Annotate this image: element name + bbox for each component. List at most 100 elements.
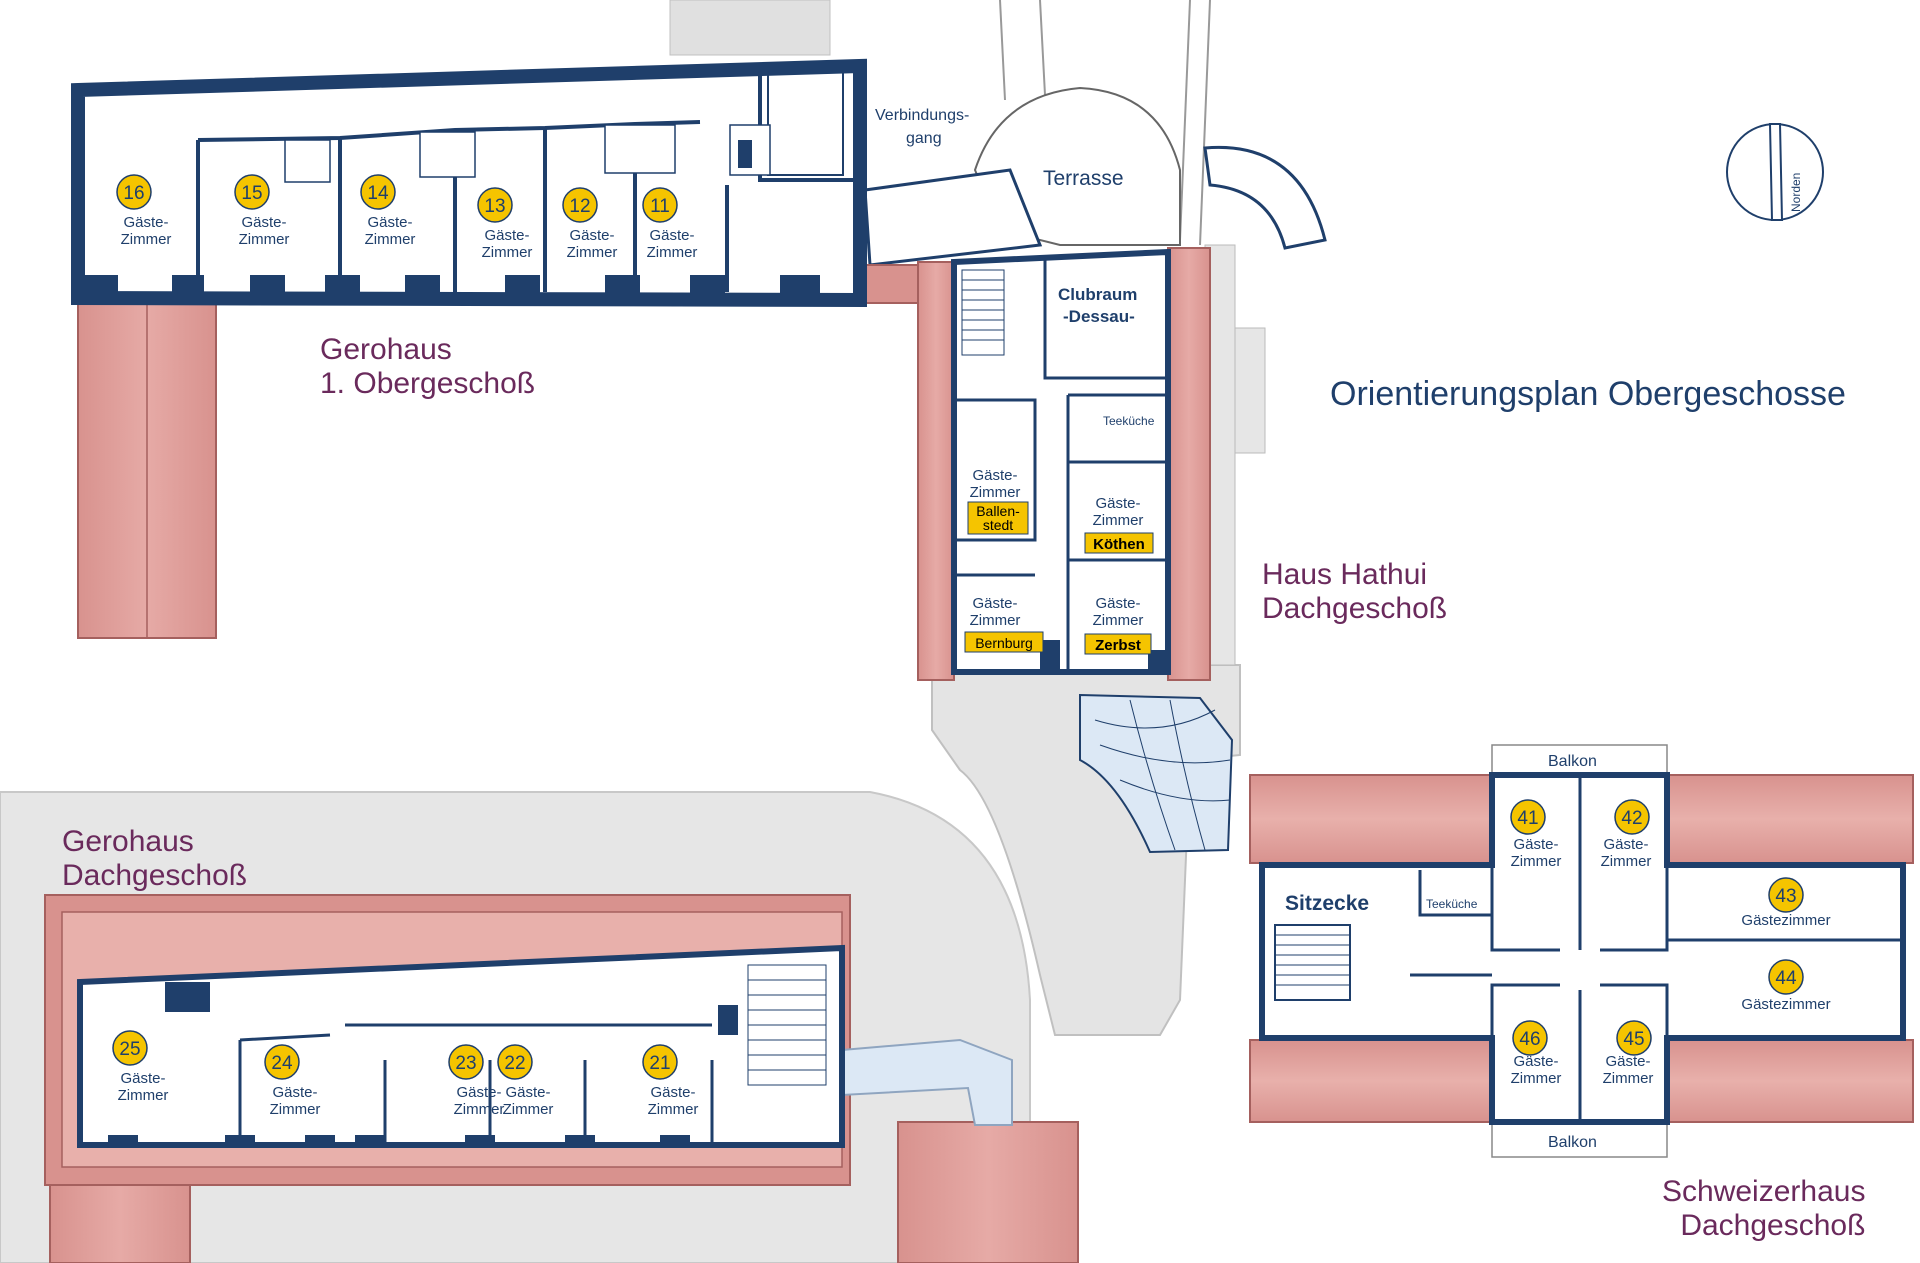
room-46-number: 46 — [1519, 1029, 1540, 1050]
hathui-room-4-label-2: Zimmer — [1093, 612, 1144, 629]
hathui-room-3-name-badge — [964, 631, 1044, 653]
roof-schweizer-top-left — [1249, 774, 1491, 864]
room-16-label-1: Gäste- — [123, 214, 168, 231]
hathui-room-2-label-1: Gäste- — [1095, 495, 1140, 512]
windows-gerohaus-og — [78, 275, 820, 298]
building-label-hathui: Haus Hathui Dachgeschoß — [1262, 558, 1447, 626]
room-21-label-1: Gäste- — [650, 1084, 695, 1101]
terrace-outline — [973, 86, 1181, 246]
hathui-rooms-layer: Gäste-ZimmerBallen-stedtGäste-ZimmerKöth… — [964, 467, 1154, 655]
room-12-badge — [562, 187, 598, 223]
room-41-number: 41 — [1517, 808, 1538, 829]
room-14-label-2: Zimmer — [365, 231, 416, 248]
room-15-label-1: Gäste- — [241, 214, 286, 231]
room-45-label-1: Gäste- — [1605, 1053, 1650, 1070]
room-46-badge — [1512, 1020, 1548, 1056]
stairs-schweizer — [1274, 924, 1351, 1001]
room-12-label-1: Gäste- — [569, 227, 614, 244]
room-44-label: Gästezimmer — [1741, 996, 1830, 1013]
room-21-badge — [642, 1044, 678, 1080]
room-22-badge — [497, 1044, 533, 1080]
room-23-badge — [448, 1044, 484, 1080]
dg-corridor — [841, 1038, 1013, 1126]
roof-hathui-right — [1167, 247, 1211, 681]
room-11-number: 11 — [650, 196, 670, 217]
room-25-number: 25 — [119, 1039, 140, 1060]
room-45-badge — [1616, 1020, 1652, 1056]
room-22-label-2: Zimmer — [503, 1101, 554, 1118]
room-46-label-2: Zimmer — [1511, 1070, 1562, 1087]
label-balkon-bottom: Balkon — [1548, 1134, 1597, 1151]
stair-blocks-og — [738, 140, 752, 168]
hathui-room-4-name-badge — [1084, 633, 1152, 655]
glass-conservatory-grid — [1094, 699, 1231, 851]
room-14-number: 14 — [367, 183, 389, 204]
hathui-room-2-label-2: Zimmer — [1093, 512, 1144, 529]
building-label-gerohaus-og-line2: 1. Obergeschoß — [320, 367, 536, 400]
label-teekueche-schweizer: Teeküche — [1426, 897, 1478, 911]
room-12-number: 12 — [569, 196, 590, 217]
compass-label: Norden — [1789, 173, 1803, 212]
label-terrasse: Terrasse — [1043, 167, 1124, 190]
room-16-badge — [116, 174, 152, 210]
hathui-blocks — [1040, 640, 1166, 672]
room-11-badge — [642, 187, 678, 223]
path-lines-top — [999, 0, 1211, 246]
page-title: Orientierungsplan Obergeschosse — [1330, 375, 1846, 413]
building-label-gerohaus-og-line1: Gerohaus — [320, 333, 452, 366]
room-15-number: 15 — [241, 183, 262, 204]
hathui-room-3-name: Bernburg — [975, 635, 1033, 651]
building-label-schweizer-line2: Dachgeschoß — [1680, 1209, 1866, 1242]
building-hathui — [951, 248, 1171, 675]
hathui-room-3-label-1: Gäste- — [972, 595, 1017, 612]
room-42-label-1: Gäste- — [1603, 836, 1648, 853]
room-markers-layer: 16Gäste-Zimmer15Gäste-Zimmer14Gäste-Zimm… — [112, 174, 1831, 1118]
room-21-number: 21 — [649, 1053, 670, 1074]
room-24-number: 24 — [271, 1053, 293, 1074]
label-teekueche-hathui: Teeküche — [1103, 414, 1155, 428]
room-25-badge — [112, 1030, 148, 1066]
balcony-top — [1491, 744, 1668, 776]
hathui-room-4-label-1: Gäste- — [1095, 595, 1140, 612]
label-verbindungsgang-1: Verbindungs- — [875, 107, 969, 124]
room-43-label: Gästezimmer — [1741, 912, 1830, 929]
roof-schweizer-top-right — [1667, 774, 1914, 864]
room-15-badge — [234, 174, 270, 210]
room-45-number: 45 — [1623, 1029, 1644, 1050]
label-verbindungsgang-2: gang — [906, 130, 942, 147]
hathui-room-3-label-2: Zimmer — [970, 612, 1021, 629]
room-42-badge — [1614, 799, 1650, 835]
walls-gerohaus-og — [196, 66, 860, 292]
building-label-hathui-line2: Dachgeschoß — [1262, 592, 1448, 625]
hathui-room-1-name-1: Ballen- — [976, 503, 1020, 519]
room-24-badge — [264, 1044, 300, 1080]
room-11-label-1: Gäste- — [649, 227, 694, 244]
hathui-room-1-label-1: Gäste- — [972, 467, 1017, 484]
compass: Norden — [1726, 123, 1824, 221]
room-13-badge — [477, 187, 513, 223]
balcony-bottom — [1491, 1121, 1668, 1158]
room-16-number: 16 — [123, 183, 144, 204]
gray-ramp-right-2 — [1234, 327, 1266, 454]
room-43-number: 43 — [1775, 886, 1796, 907]
room-44-badge — [1768, 959, 1804, 995]
label-clubraum-1: Clubraum — [1058, 285, 1137, 304]
roof-gerohaus-dg-wing-right — [897, 1121, 1079, 1263]
room-23-label-1: Gäste- — [456, 1084, 501, 1101]
room-42-number: 42 — [1621, 808, 1642, 829]
room-43-badge — [1768, 877, 1804, 913]
room-42-label-2: Zimmer — [1601, 853, 1652, 870]
